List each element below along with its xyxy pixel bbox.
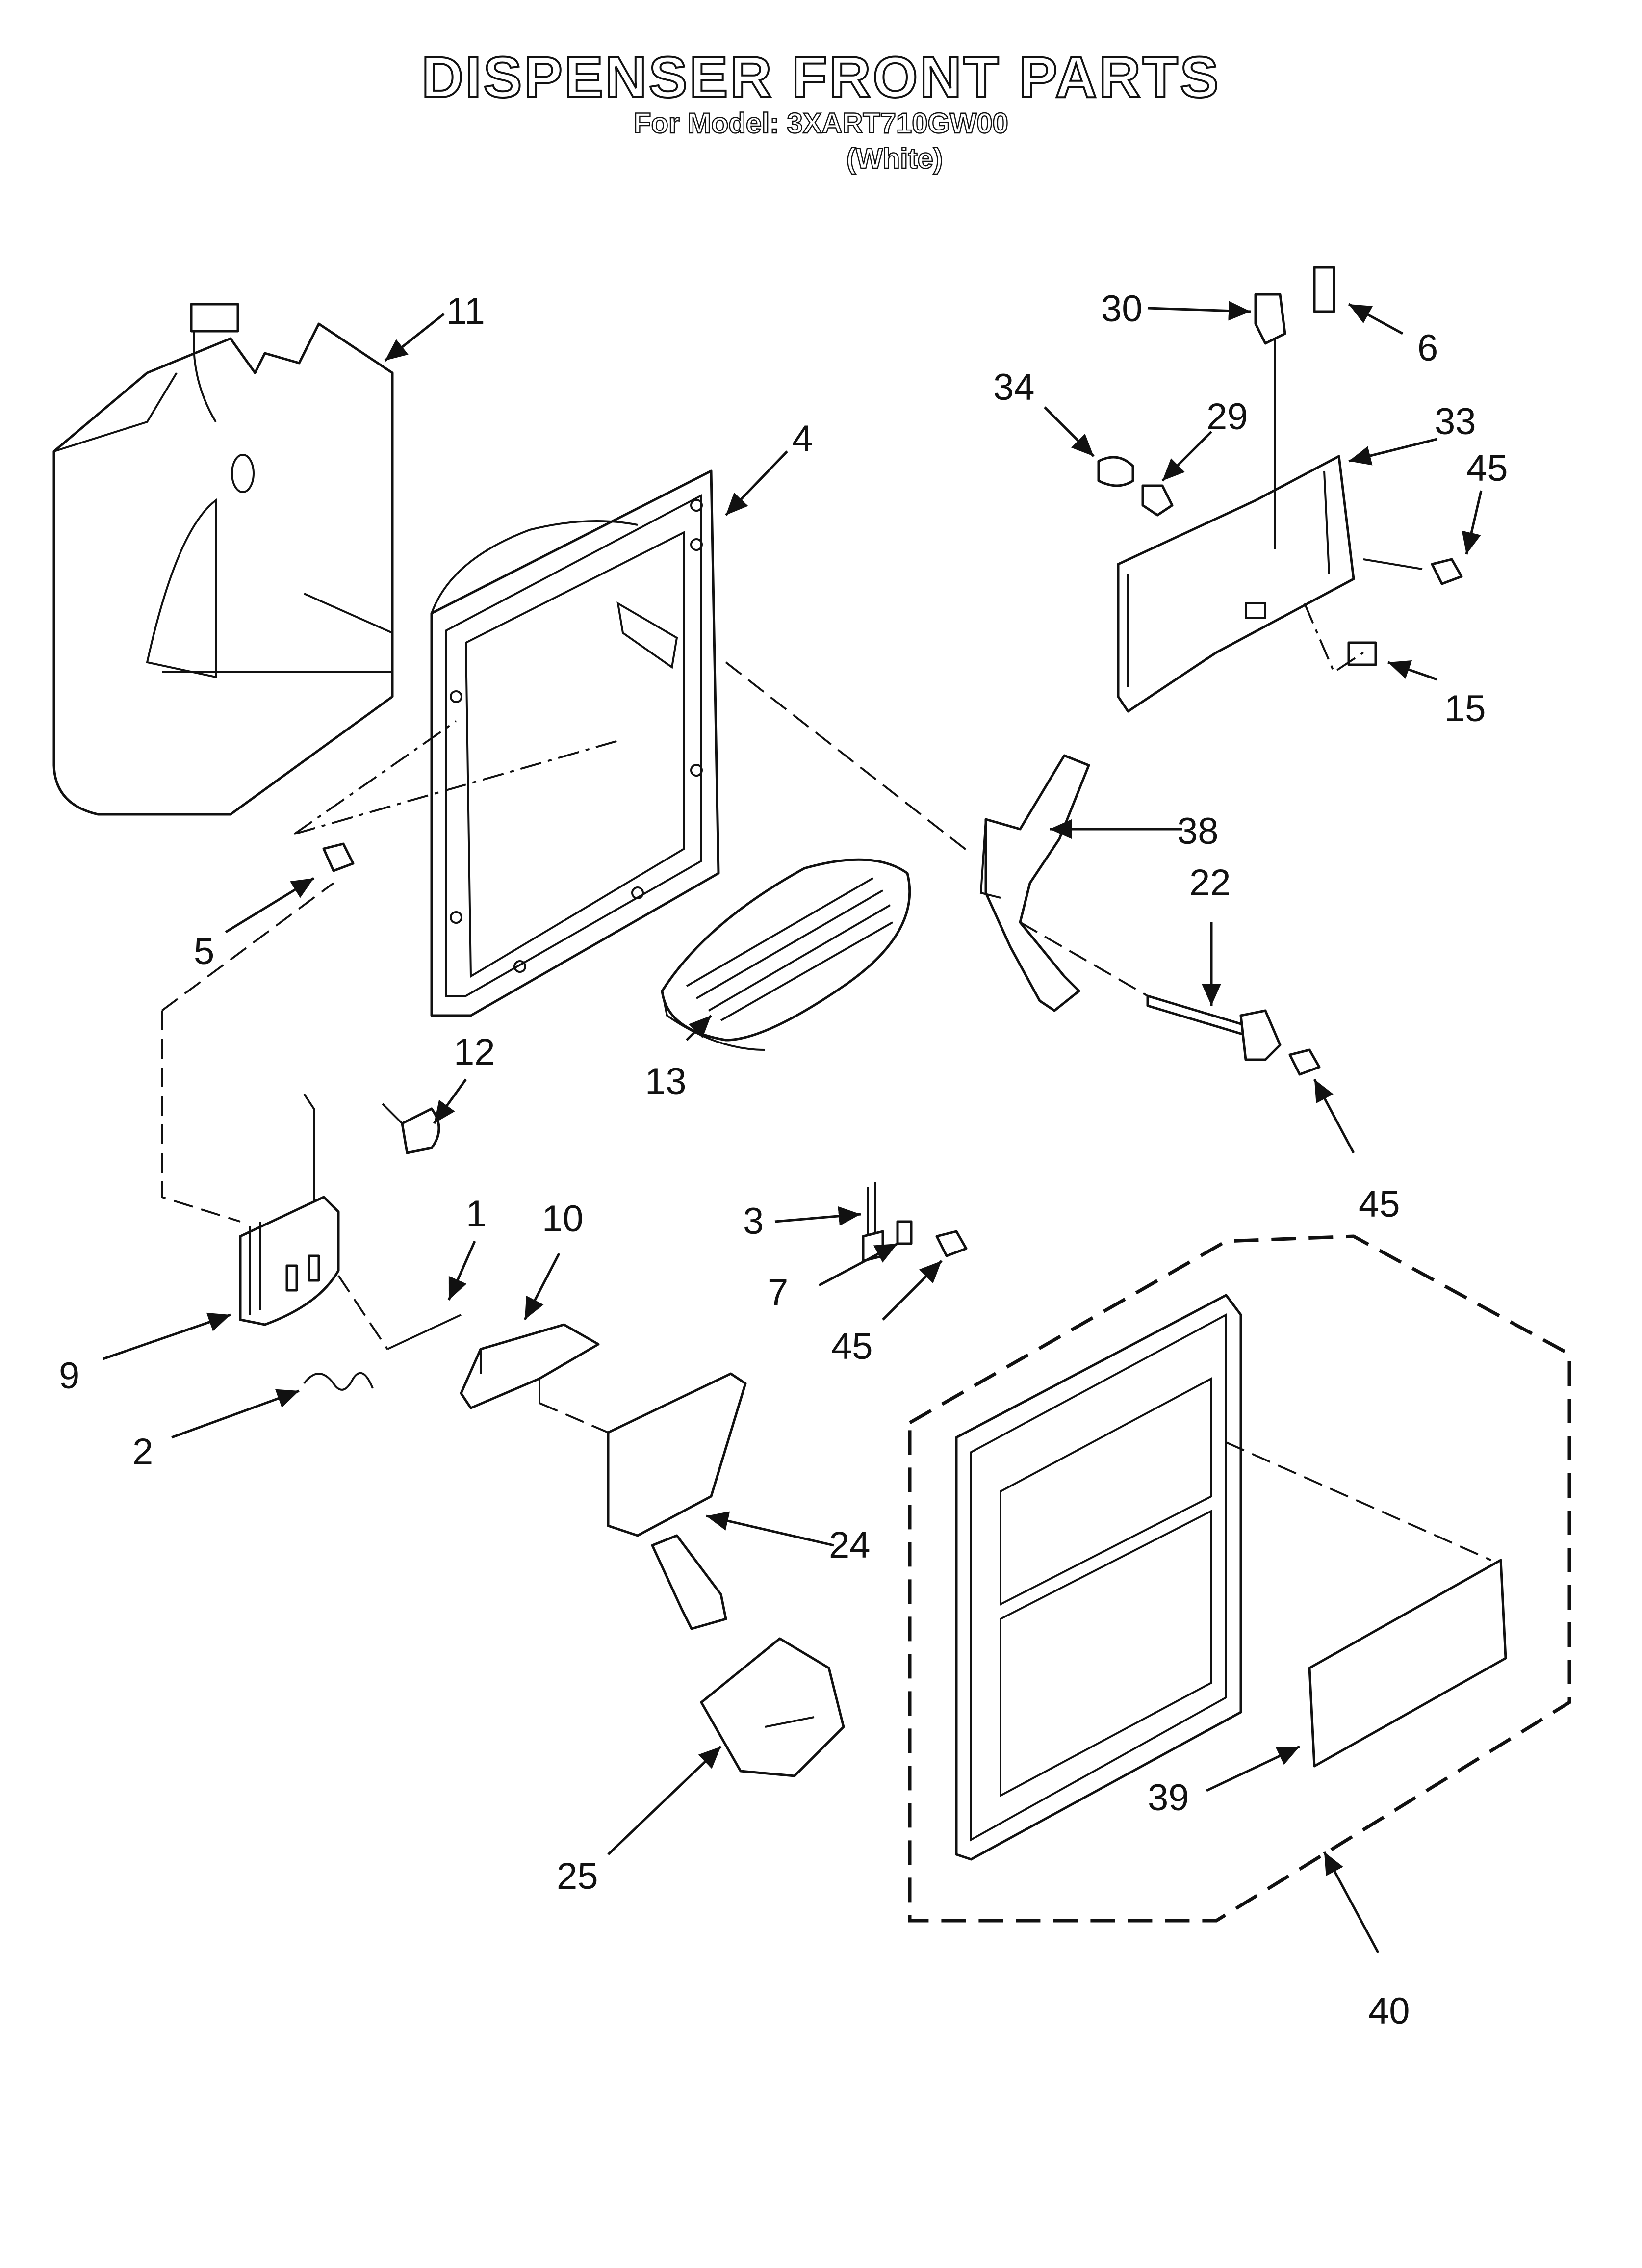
part-11-insulation — [52, 303, 394, 816]
callout-33: 33 — [1435, 401, 1476, 443]
callout-12: 12 — [454, 1031, 495, 1073]
part-5-screw — [322, 842, 355, 872]
part-25-chute — [700, 1637, 845, 1777]
callout-10: 10 — [542, 1198, 584, 1240]
callout-1: 1 — [466, 1193, 487, 1235]
part-2-spring — [303, 1372, 374, 1391]
guide-line — [539, 1402, 609, 1434]
part-45-screw-top — [1431, 558, 1463, 585]
callout-3: 3 — [743, 1200, 764, 1242]
callout-11: 11 — [446, 290, 485, 332]
part-9-solenoid — [239, 1093, 340, 1326]
callout-38: 38 — [1177, 810, 1219, 852]
part-7-plate — [896, 1220, 913, 1245]
callout-29: 29 — [1206, 396, 1248, 438]
guide-line — [337, 1275, 388, 1350]
callout-6: 6 — [1417, 327, 1438, 369]
color-line: (White) — [846, 142, 944, 175]
part-40-label — [1308, 1559, 1507, 1768]
callout-5: 5 — [194, 931, 214, 972]
callout-7: 7 — [768, 1272, 788, 1313]
diagram-title: DISPENSER FRONT PARTS — [420, 44, 1221, 111]
callout-45-top: 45 — [1466, 447, 1508, 489]
part-39-front-panel — [955, 1294, 1242, 1861]
callout-4: 4 — [792, 418, 813, 460]
callout-39: 39 — [1148, 1777, 1189, 1819]
part-30-switch — [1254, 293, 1286, 345]
guide-line — [725, 661, 972, 855]
part-10-latch — [460, 1323, 600, 1409]
part-45-screw-center — [935, 1230, 968, 1257]
guide-line — [1304, 603, 1364, 674]
leader-arrows — [103, 301, 1483, 1954]
part-38-actuator-arm — [979, 754, 1090, 1012]
callout-24: 24 — [829, 1524, 871, 1566]
callout-22: 22 — [1189, 862, 1231, 904]
part-22-rod — [1146, 994, 1282, 1061]
callout-15: 15 — [1444, 688, 1486, 730]
callout-40: 40 — [1368, 1990, 1410, 2032]
kit-outline-40 — [908, 1234, 1571, 1923]
callout-30: 30 — [1101, 288, 1143, 330]
part-12-motor — [382, 1103, 440, 1154]
part-34-lamp — [1097, 456, 1134, 487]
callout-34: 34 — [993, 366, 1035, 408]
part-13-drip-tray — [661, 858, 911, 1051]
callout-13: 13 — [645, 1061, 687, 1102]
callout-labels: 11 4 30 6 34 29 33 45 15 38 22 5 12 13 4… — [59, 288, 1508, 2032]
part-24-water-paddle — [607, 1372, 747, 1630]
part-3-spring-clip — [862, 1182, 884, 1262]
guide-line — [1226, 1441, 1491, 1561]
guide-line — [1274, 339, 1423, 570]
guide-line — [161, 882, 334, 1223]
callout-45-center: 45 — [831, 1326, 873, 1367]
part-29-socket — [1141, 484, 1174, 517]
part-4-housing — [430, 469, 720, 1017]
callout-2: 2 — [132, 1431, 153, 1473]
model-line: For Model: 3XART710GW00 — [633, 107, 1009, 140]
callout-9: 9 — [59, 1355, 79, 1397]
part-1-pin — [387, 1314, 462, 1350]
part-6-plate — [1313, 266, 1335, 313]
guide-line — [1020, 921, 1148, 997]
callout-45-right: 45 — [1359, 1183, 1400, 1225]
callout-25: 25 — [557, 1855, 598, 1897]
part-45-screw-right — [1288, 1048, 1321, 1076]
guide-line — [293, 720, 618, 835]
